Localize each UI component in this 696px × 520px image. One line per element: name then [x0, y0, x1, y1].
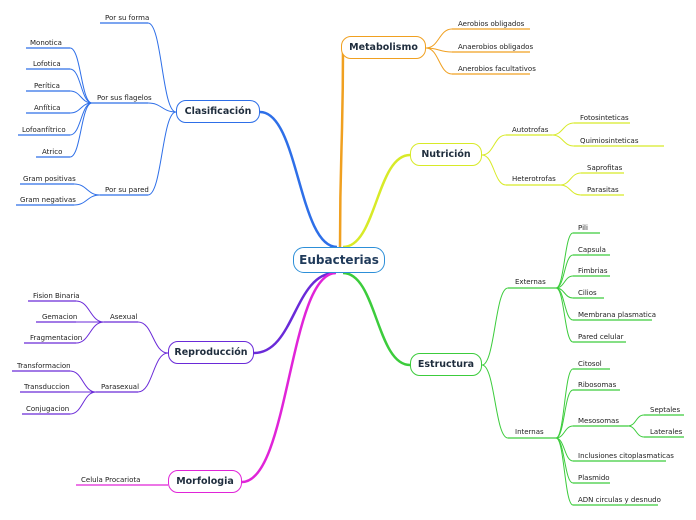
link-flag-0	[69, 47, 93, 104]
link-ext-5	[555, 287, 574, 343]
leaf-cilios[interactable]: Cilios	[578, 289, 597, 297]
leaf-transduccion[interactable]: Transduccion	[24, 383, 70, 391]
link-autotrofas	[481, 134, 507, 156]
link-meso-0	[627, 414, 645, 427]
leaf-saprofitas[interactable]: Saprofitas	[587, 164, 623, 172]
link-morfologia	[241, 271, 337, 484]
link-asex-2	[75, 321, 105, 344]
leaf-fision-binaria[interactable]: Fision Binaria	[33, 292, 80, 300]
topic-metabolismo[interactable]: Metabolismo	[341, 36, 426, 59]
leaf-fimbrias[interactable]: Fimbrias	[578, 267, 608, 275]
leaf-membrana-plasmatica[interactable]: Membrana plasmatica	[578, 311, 656, 319]
leaf-capsula[interactable]: Capsula	[578, 246, 606, 254]
link-pared-1	[73, 194, 101, 206]
leaf-pared-celular[interactable]: Pared celular	[578, 333, 624, 341]
central-topic[interactable]: Eubacterias	[293, 247, 385, 273]
link-flag-2	[69, 90, 93, 104]
link-reproduccion	[253, 271, 336, 355]
leaf-gram-positivas[interactable]: Gram positivas	[23, 175, 76, 183]
leaf-anerobios-facultativos[interactable]: Anerobios facultativos	[458, 65, 536, 73]
leaf-ribosomas[interactable]: Ribosomas	[578, 381, 617, 389]
link-heterotrofas	[481, 154, 507, 186]
sub-por-sus-flagelos[interactable]: Por sus flagelos	[97, 94, 152, 102]
link-flagelos	[147, 102, 177, 113]
leaf-transformacion[interactable]: Transformacion	[17, 362, 71, 370]
link-auto-1	[551, 134, 575, 147]
link-metab-0	[425, 28, 453, 49]
leaf-laterales[interactable]: Laterales	[650, 428, 683, 436]
sub-asexual[interactable]: Asexual	[110, 313, 138, 321]
topic-estructura[interactable]: Estructura	[410, 353, 482, 376]
link-pared-0	[73, 183, 101, 196]
link-hetero-1	[559, 184, 582, 196]
leaf-fotosinteticas[interactable]: Fotosinteticas	[580, 114, 629, 122]
link-ext-0	[555, 232, 574, 289]
leaf-conjugacion[interactable]: Conjugacion	[26, 405, 70, 413]
leaf-septales[interactable]: Septales	[650, 406, 681, 414]
leaf-citosol[interactable]: Citosol	[578, 360, 602, 368]
link-flag-5	[69, 102, 93, 158]
link-estructura	[342, 271, 411, 367]
link-int-5	[555, 437, 574, 506]
leaf-mesosomas[interactable]: Mesosomas	[578, 417, 619, 425]
topic-morfologia[interactable]: Morfologia	[168, 470, 242, 493]
link-flag-1	[69, 68, 93, 104]
link-ext-1	[555, 254, 574, 289]
link-forma	[147, 22, 177, 113]
link-int-1	[555, 389, 574, 439]
leaf-anaerobios-obligados[interactable]: Anaerobios obligados	[458, 43, 534, 51]
leaf-inclusiones-citoplasmaticas[interactable]: Inclusiones citoplasmaticas	[578, 452, 674, 460]
link-nutricion	[342, 153, 411, 249]
link-externas	[481, 287, 509, 366]
link-pared	[147, 111, 177, 196]
leaf-pili[interactable]: Pili	[578, 224, 588, 232]
sub-parasexual[interactable]: Parasexual	[101, 383, 140, 391]
sub-heterotrofas[interactable]: Heterotrofas	[512, 175, 556, 183]
sub-por-su-forma[interactable]: Por su forma	[105, 14, 150, 22]
leaf-lofoanfitrico[interactable]: Lofoanfítrico	[22, 126, 66, 134]
leaf-atrico[interactable]: Atrico	[42, 148, 63, 156]
leaf-gemacion[interactable]: Gemacion	[42, 313, 78, 321]
link-int-2	[555, 425, 574, 439]
link-meso-1	[627, 425, 645, 438]
link-asexual	[137, 321, 169, 354]
leaf-celula-procariota[interactable]: Celula Procariota	[81, 476, 141, 484]
link-ext-2	[555, 275, 574, 289]
link-hetero-0	[559, 172, 582, 186]
sub-externas[interactable]: Externas	[515, 278, 546, 286]
link-internas	[481, 364, 509, 439]
link-metabolismo	[338, 47, 345, 248]
topic-clasificacion[interactable]: Clasificación	[176, 100, 260, 123]
link-clasificacion	[259, 110, 338, 249]
link-parasex-2	[69, 391, 97, 415]
link-parasex-0	[69, 370, 97, 393]
leaf-fragmentacion[interactable]: Fragmentacion	[30, 334, 83, 342]
leaf-adn-circulas[interactable]: ADN circulas y desnudo	[578, 496, 661, 504]
link-parasexual	[137, 352, 169, 393]
topic-nutricion[interactable]: Nutrición	[410, 143, 482, 166]
leaf-monotica[interactable]: Monotica	[30, 39, 62, 47]
leaf-quimiosinteticas[interactable]: Quimiosinteticas	[580, 137, 639, 145]
leaf-parasitas[interactable]: Parasitas	[587, 186, 619, 194]
link-auto-0	[551, 122, 575, 136]
sub-autotrofas[interactable]: Autotrofas	[512, 126, 549, 134]
link-asex-0	[75, 300, 105, 323]
leaf-anfitica[interactable]: Anfítica	[34, 104, 61, 112]
leaf-gram-negativas[interactable]: Gram negativas	[20, 196, 76, 204]
leaf-aerobios-obligados[interactable]: Aerobios obligados	[458, 20, 525, 28]
topic-reproduccion[interactable]: Reproducción	[168, 341, 254, 364]
sub-internas[interactable]: Internas	[515, 428, 544, 436]
leaf-lofotica[interactable]: Lofotica	[33, 60, 61, 68]
sub-por-su-pared[interactable]: Por su pared	[105, 186, 149, 194]
leaf-plasmido[interactable]: Plasmido	[578, 474, 610, 482]
link-metab-2	[425, 47, 453, 75]
leaf-peritica[interactable]: Perítica	[34, 82, 60, 90]
link-int-0	[555, 368, 574, 439]
